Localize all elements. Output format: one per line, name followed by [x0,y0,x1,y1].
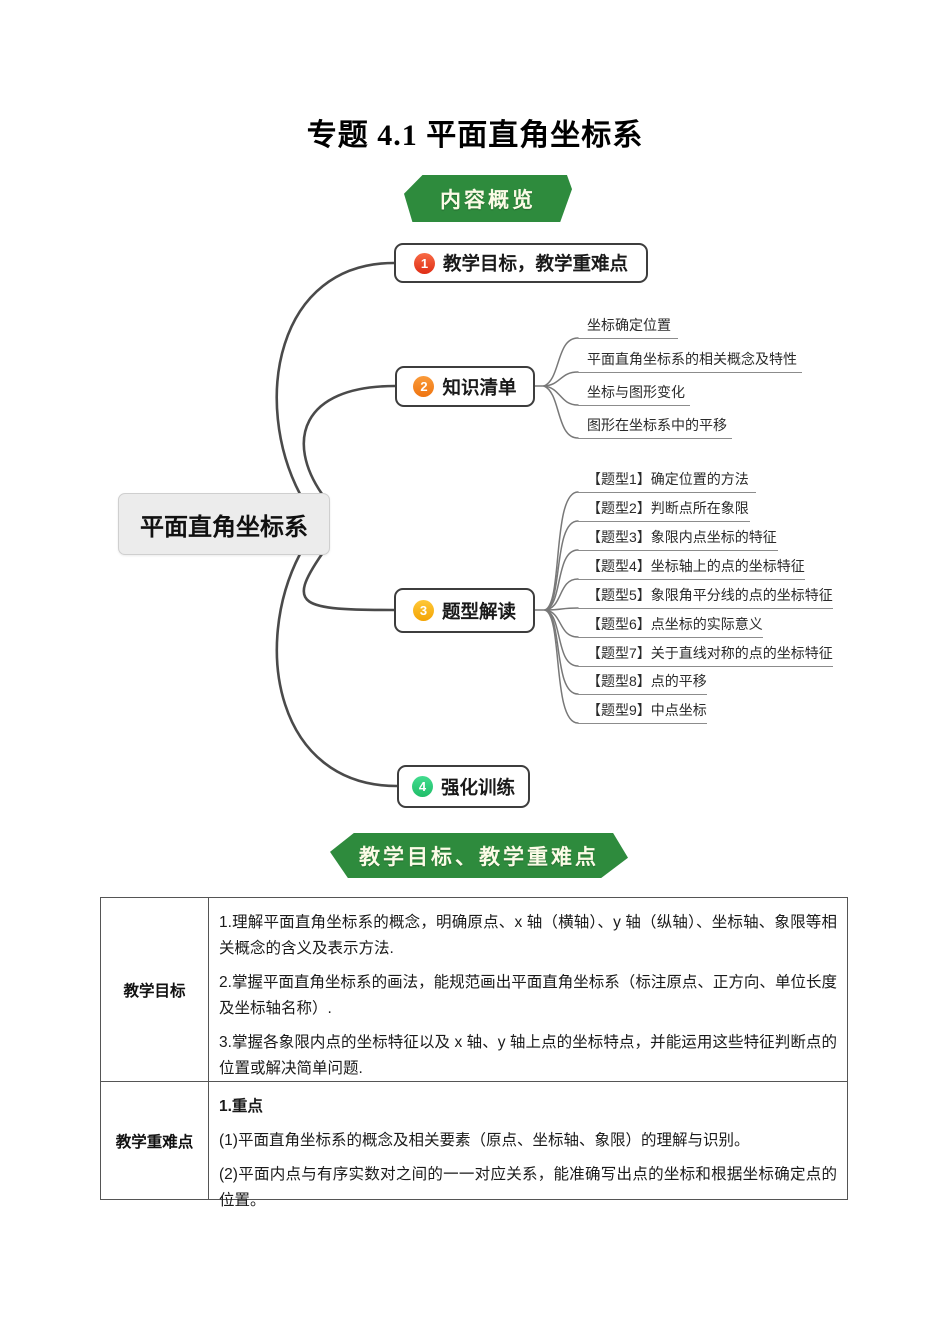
branch-2-number-badge: 2 [413,376,435,397]
row-goals-content: 1.理解平面直角坐标系的概念，明确原点、x 轴（横轴）、y 轴（纵轴）、坐标轴、… [209,898,847,1081]
knowledge-leaf-4: 图形在坐标系中的平移 [578,417,732,439]
qtype-leaf-4: 【题型4】坐标轴上的点的坐标特征 [578,558,805,580]
goals-banner-label: 教学目标、教学重难点 [359,845,599,869]
qtype-leaf-6: 【题型6】点坐标的实际意义 [578,616,763,638]
key-point-paragraph-2: (2)平面内点与有序实数对之间的一一对应关系，能准确写出点的坐标和根据坐标确定点… [219,1166,837,1210]
key-points-heading: 1.重点 [219,1098,263,1115]
qtype-leaf-3: 【题型3】象限内点坐标的特征 [578,529,778,551]
goal-paragraph-1: 1.理解平面直角坐标系的概念，明确原点、x 轴（横轴）、y 轴（纵轴）、坐标轴、… [219,914,837,958]
qtype-leaf-9: 【题型9】中点坐标 [578,702,707,724]
mindmap-root-node: 平面直角坐标系 [118,493,330,555]
branch-1-number-badge: 1 [413,252,435,274]
table-row-key-points: 教学重难点 1.重点 (1)平面直角坐标系的概念及相关要素（原点、坐标轴、象限）… [101,1081,847,1209]
branch-node-knowledge-list: 2 知识清单 [395,366,535,407]
branch-node-teaching-goals: 1 教学目标，教学重难点 [394,243,648,283]
goal-paragraph-2: 2.掌握平面直角坐标系的画法，能规范画出平面直角坐标系（标注原点、正方向、单位长… [219,974,837,1018]
branch-node-question-types: 3 题型解读 [394,588,535,633]
page-title: 专题 4.1 平面直角坐标系 [306,119,644,152]
overview-banner: 内容概览 [404,175,572,222]
teaching-info-table: 教学目标 1.理解平面直角坐标系的概念，明确原点、x 轴（横轴）、y 轴（纵轴）… [100,897,848,1209]
branch-1-label: 教学目标，教学重难点 [442,253,628,274]
branch-3-number-badge: 3 [412,600,434,621]
branch-2-label: 知识清单 [442,376,517,398]
qtype-leaf-2: 【题型2】判断点所在象限 [578,500,750,522]
row-key-points-label: 教学重难点 [101,1082,209,1199]
key-point-paragraph-1: (1)平面直角坐标系的概念及相关要素（原点、坐标轴、象限）的理解与识别。 [219,1132,750,1150]
qtype-leaf-5: 【题型5】象限角平分线的点的坐标特征 [578,587,833,609]
qtype-leaf-1: 【题型1】确定位置的方法 [578,471,756,493]
knowledge-leaf-3: 坐标与图形变化 [578,384,690,406]
branch-4-number-badge: 4 [411,776,433,797]
qtype-leaf-8: 【题型8】点的平移 [578,673,707,695]
row-key-points-content: 1.重点 (1)平面直角坐标系的概念及相关要素（原点、坐标轴、象限）的理解与识别… [209,1082,847,1209]
branch-4-label: 强化训练 [440,776,515,798]
table-row-goals: 教学目标 1.理解平面直角坐标系的概念，明确原点、x 轴（横轴）、y 轴（纵轴）… [101,898,847,1081]
knowledge-leaf-2: 平面直角坐标系的相关概念及特性 [578,351,802,373]
row-goals-label: 教学目标 [101,898,209,1081]
branch-3-label: 题型解读 [441,600,516,622]
qtype-leaf-7: 【题型7】关于直线对称的点的坐标特征 [578,645,833,667]
knowledge-leaf-1: 坐标确定位置 [578,317,678,339]
overview-banner-label: 内容概览 [440,188,536,212]
goals-banner: 教学目标、教学重难点 [330,833,628,878]
goal-paragraph-3: 3.掌握各象限内点的坐标特征以及 x 轴、y 轴上点的坐标特点，并能运用这些特征… [219,1034,837,1078]
branch-node-training: 4 强化训练 [397,765,530,808]
